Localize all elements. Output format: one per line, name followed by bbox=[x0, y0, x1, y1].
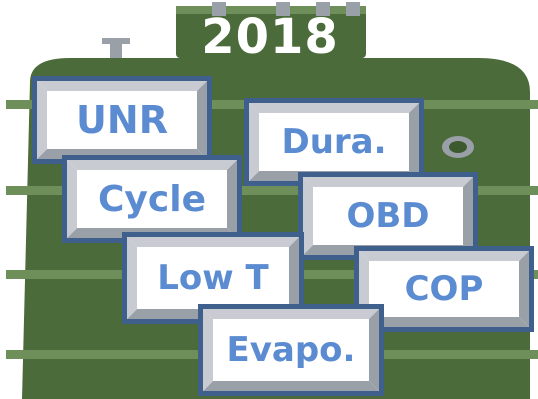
year-title: 2018 bbox=[201, 9, 339, 65]
tag-card-evapo: Evapo. bbox=[198, 304, 384, 396]
tag-label: COP bbox=[404, 269, 484, 309]
tag-card-cycle: Cycle bbox=[62, 155, 242, 243]
tag-card-obd: OBD bbox=[298, 172, 478, 260]
tank-band bbox=[6, 186, 538, 195]
hatch-bolt bbox=[346, 2, 360, 16]
hatch-bolt bbox=[316, 2, 330, 16]
tag-label: UNR bbox=[76, 98, 168, 142]
card-bevel bbox=[203, 309, 379, 391]
tag-label: Cycle bbox=[98, 178, 206, 220]
vent-pipe bbox=[110, 44, 122, 62]
tank-hatch-rim bbox=[176, 6, 366, 14]
tank-port-hole bbox=[449, 141, 467, 153]
tag-label: Low T bbox=[157, 258, 269, 298]
tag-label: OBD bbox=[346, 196, 430, 236]
tag-card-unr: UNR bbox=[32, 76, 212, 164]
tag-card-cop: COP bbox=[354, 246, 534, 332]
tag-label: Evapo. bbox=[226, 330, 356, 370]
tag-label: Dura. bbox=[281, 122, 387, 162]
tank-hatch bbox=[176, 6, 366, 58]
hatch-bolt bbox=[276, 2, 290, 16]
hatch-bolt bbox=[212, 2, 226, 16]
vent-cap bbox=[102, 38, 130, 44]
